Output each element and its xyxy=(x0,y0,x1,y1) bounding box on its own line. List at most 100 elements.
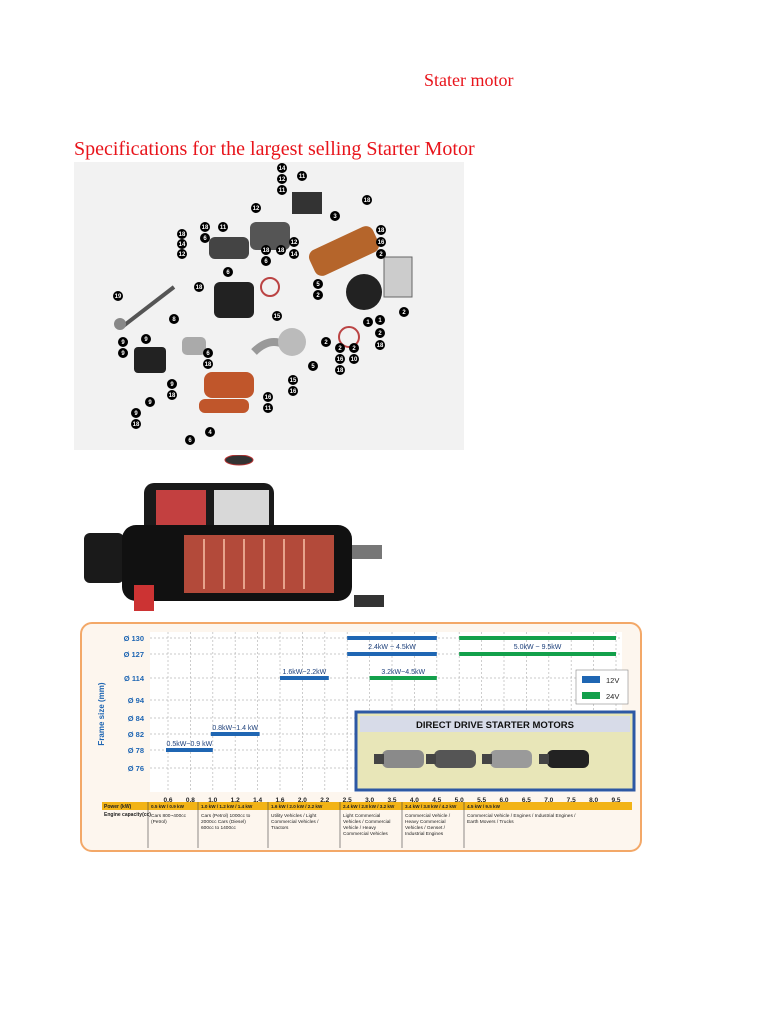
svg-text:19: 19 xyxy=(115,294,122,300)
bar-3 xyxy=(347,652,437,656)
y-axis-label: Frame size (mm) xyxy=(97,682,106,745)
svg-text:12: 12 xyxy=(291,240,298,246)
inset-motor-photo xyxy=(539,754,549,764)
svg-text:18: 18 xyxy=(364,198,371,204)
svg-text:3: 3 xyxy=(333,214,337,220)
section-heading: Specifications for the largest selling S… xyxy=(74,138,475,160)
svg-text:16: 16 xyxy=(337,357,344,363)
svg-text:15: 15 xyxy=(290,378,297,384)
x-tick-label: 2.0 xyxy=(298,797,307,804)
svg-text:9: 9 xyxy=(148,400,152,406)
table-engine-cell: Vehicle / Heavy xyxy=(343,825,377,831)
svg-text:2: 2 xyxy=(352,346,356,352)
svg-text:6: 6 xyxy=(206,351,210,357)
x-tick-label: 0.8 xyxy=(186,797,195,804)
table-engine-cell: Commercial Vehicles / xyxy=(271,819,319,825)
x-tick-label: 5.5 xyxy=(477,797,486,804)
svg-text:6: 6 xyxy=(264,259,268,265)
x-tick-label: 1.2 xyxy=(231,797,240,804)
svg-text:12: 12 xyxy=(279,177,286,183)
svg-text:18: 18 xyxy=(278,248,285,254)
bar-label: 2.4kW ~ 4.5kW xyxy=(368,644,416,651)
svg-text:4: 4 xyxy=(208,430,212,436)
svg-text:2: 2 xyxy=(379,252,383,258)
svg-text:18: 18 xyxy=(337,368,344,374)
inset-motor-photo xyxy=(434,750,476,768)
table-power-cell: 0.5 kW / 0.9 kW xyxy=(151,804,185,809)
table-power-cell: 3.4 kW / 3.8 kW / 4.2 kW xyxy=(405,804,457,809)
svg-text:9: 9 xyxy=(134,411,138,417)
table-power-cell: 4.5 kW / 9.5 kW xyxy=(467,804,501,809)
table-engine-cell: Cars (Petrol) 1000cc to xyxy=(201,813,251,819)
table-engine-cell: Industrial Engines xyxy=(405,831,444,837)
x-tick-label: 2.5 xyxy=(343,797,352,804)
svg-text:18: 18 xyxy=(378,228,385,234)
table-engine-cell: Heavy Commercial xyxy=(405,819,446,825)
bar-4 xyxy=(369,676,437,680)
x-tick-label: 3.5 xyxy=(387,797,396,804)
svg-text:5: 5 xyxy=(316,282,320,288)
table-power-cell: 2.4 kW / 2.8 kW / 3.2 kW xyxy=(343,804,395,809)
table-row-label: Power (kW) xyxy=(104,804,132,810)
svg-text:16: 16 xyxy=(290,389,297,395)
svg-text:18: 18 xyxy=(377,343,384,349)
bar-2 xyxy=(280,676,329,680)
parts-drawing xyxy=(114,192,413,413)
svg-text:1: 1 xyxy=(366,320,370,326)
table-row-label: Engine capacity(cc) xyxy=(104,812,151,818)
svg-text:2: 2 xyxy=(402,310,406,316)
x-tick-label: 1.4 xyxy=(253,797,262,804)
inset-title-bar xyxy=(360,716,630,732)
x-tick-label: 1.0 xyxy=(208,797,217,804)
inset-title: DIRECT DRIVE STARTER MOTORS xyxy=(416,720,574,731)
x-tick-label: 6.5 xyxy=(522,797,531,804)
svg-text:11: 11 xyxy=(265,406,272,412)
bar-label: 1.6kW~2.2kW xyxy=(283,669,327,676)
svg-text:14: 14 xyxy=(291,252,298,258)
table-power-cell: 1.0 kW / 1.2 kW / 1.4 kW xyxy=(201,804,253,809)
svg-text:9: 9 xyxy=(144,337,148,343)
inset-motor-photo xyxy=(426,754,436,764)
x-tick-label: 2.2 xyxy=(320,797,329,804)
part-callouts: 14 12 11 11 12 3 18 18 16 2 18 14 12 18 … xyxy=(113,163,409,445)
table-engine-cell: 600cc to 1400cc xyxy=(201,825,237,831)
bar-3 xyxy=(347,636,437,640)
inset-motor-photo xyxy=(382,750,424,768)
x-tick-label: 1.6 xyxy=(275,797,284,804)
legend-label: 12V xyxy=(606,676,619,685)
y-tick-label: Ø 127 xyxy=(124,650,144,659)
table-engine-cell: Cars 800~400cc xyxy=(151,813,187,819)
svg-text:2: 2 xyxy=(324,340,328,346)
bar-label: 3.2kW~4.5kW xyxy=(381,669,425,676)
table-engine-cell: Vehicles / Commercial xyxy=(343,819,390,825)
svg-text:9: 9 xyxy=(121,340,125,346)
svg-text:18: 18 xyxy=(202,225,209,231)
svg-text:12: 12 xyxy=(179,252,186,258)
table-engine-cell: Commercial Vehicles xyxy=(343,831,388,837)
x-tick-label: 8.0 xyxy=(589,797,598,804)
svg-text:18: 18 xyxy=(169,393,176,399)
bar-label: 0.5kW~0.9 kW xyxy=(167,741,213,748)
svg-text:18: 18 xyxy=(205,362,212,368)
legend-label: 24V xyxy=(606,692,619,701)
svg-text:6: 6 xyxy=(226,270,230,276)
svg-text:14: 14 xyxy=(179,242,186,248)
bar-5 xyxy=(459,636,616,640)
svg-text:1: 1 xyxy=(378,318,382,324)
svg-text:5: 5 xyxy=(311,364,315,370)
svg-text:2: 2 xyxy=(316,293,320,299)
svg-text:18: 18 xyxy=(263,248,270,254)
table-engine-cell: Vehicles / Genset / xyxy=(405,825,446,831)
page-title: Stater motor xyxy=(424,70,514,90)
table-engine-cell: Light Commercial xyxy=(343,813,380,819)
table-engine-cell: Commercial Vehicle / Engines / Industria… xyxy=(467,813,576,819)
bar-label: 5.0kW ~ 9.5kW xyxy=(514,644,562,651)
svg-text:18: 18 xyxy=(133,422,140,428)
svg-text:16: 16 xyxy=(265,395,272,401)
svg-text:9: 9 xyxy=(121,351,125,357)
x-tick-label: 7.0 xyxy=(544,797,553,804)
table-engine-cell: (Petrol) xyxy=(151,819,167,825)
svg-text:2: 2 xyxy=(338,346,342,352)
inset-motor-photo xyxy=(490,750,532,768)
